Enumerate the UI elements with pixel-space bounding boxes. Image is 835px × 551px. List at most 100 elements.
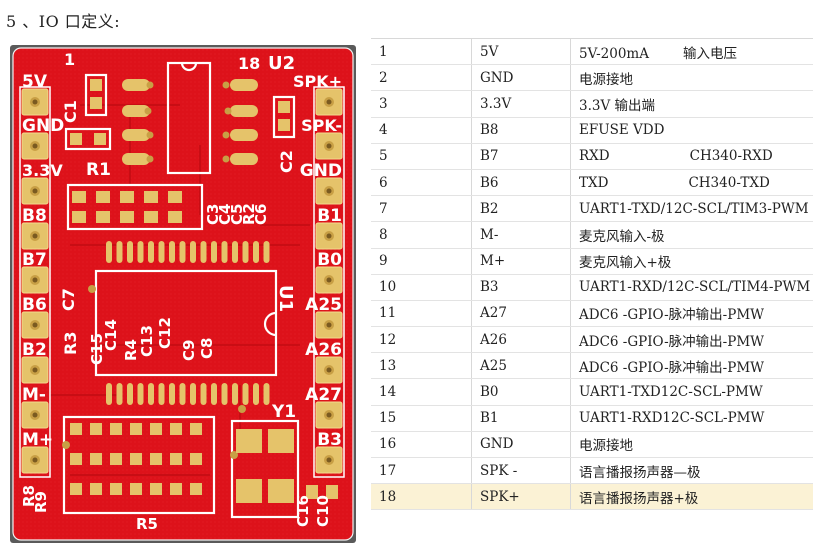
- pin-function: UART1-TXD/12C-SCL/TIM3-PWM: [570, 195, 813, 223]
- designator-c2: C2: [277, 150, 296, 173]
- pin-function: 3.3V 输出端: [570, 90, 813, 118]
- pin-number: 11: [371, 300, 472, 328]
- designator-c1: C1: [61, 100, 80, 123]
- left-pin-label: 5V: [22, 72, 48, 92]
- pin-function: 语言播报扬声器—极: [570, 457, 813, 485]
- pin-name: M+: [471, 248, 571, 275]
- pin-name: B3: [471, 274, 571, 301]
- designator-r8: R8: [20, 485, 38, 507]
- designator-r5: R5: [136, 515, 158, 533]
- designator-u1: U1: [275, 285, 296, 312]
- pin-number: 13: [371, 352, 472, 380]
- right-pin-label: A27: [305, 385, 342, 405]
- pin-function: 电源接地: [570, 431, 813, 459]
- pin-number: 10: [371, 274, 472, 301]
- pin-description: UART1-RXD12C-SCL-PMW: [579, 410, 765, 427]
- pin1-marker: 1: [64, 50, 75, 69]
- designator-c14: C14: [102, 319, 120, 351]
- pin-description: RXD: [579, 148, 610, 165]
- pin-number: 9: [371, 248, 472, 275]
- designator-c6: C6: [252, 204, 270, 225]
- pin-function: ADC6 -GPIO-脉冲输出-PMW: [570, 326, 813, 354]
- pin-number: 15: [371, 405, 472, 432]
- right-pin-label: A26: [305, 340, 342, 360]
- left-pin-label: B7: [22, 250, 47, 270]
- pin-function: EFUSE VDD: [570, 117, 813, 144]
- pin-name: 3.3V: [471, 90, 571, 118]
- designator-c10: C10: [314, 495, 332, 527]
- pin-name: B6: [471, 169, 571, 197]
- pin-description: 电源接地: [579, 438, 633, 455]
- pin-description: UART1-TXD12C-SCL-PMW: [579, 384, 763, 401]
- designator-c16: C16: [294, 495, 312, 527]
- pin-number: 16: [371, 431, 472, 459]
- pin18-marker: 18: [238, 54, 260, 73]
- pin-description: 语言播报扬声器+极: [579, 490, 699, 507]
- pin-description: TXD: [579, 174, 609, 191]
- pin-description: UART1-RXD/12C-SCL/TIM4-PWM: [579, 279, 811, 296]
- pin-description: ADC6 -GPIO-脉冲输出-PMW: [579, 307, 765, 324]
- right-pin-label: GND: [300, 161, 342, 181]
- pin-name: A27: [471, 300, 571, 328]
- left-pin-label: GND: [22, 116, 64, 136]
- pin-description: 5V-200mA: [579, 45, 649, 62]
- designator-c15: C15: [88, 333, 106, 365]
- designator-c12: C12: [156, 317, 174, 349]
- pin-number: 4: [371, 117, 472, 144]
- pin-description: 麦克风输入-极: [579, 228, 665, 245]
- pin-number: 12: [371, 326, 472, 354]
- pin-number: 1: [371, 37, 472, 66]
- pin-number: 17: [371, 457, 472, 485]
- designator-r2: R2: [240, 203, 258, 225]
- pin-function: 麦克风输入-极: [570, 221, 813, 249]
- pin-number: 18: [371, 483, 472, 511]
- designator-r3: R3: [61, 332, 80, 355]
- pin-note: 输入电压: [682, 45, 737, 62]
- pin-number: 14: [371, 378, 472, 406]
- pin-function: UART1-RXD12C-SCL-PMW: [570, 405, 813, 432]
- designator-c8: C8: [198, 338, 216, 359]
- pin-name: B7: [471, 143, 571, 170]
- pin-function: 语言播报扬声器+极: [570, 483, 813, 511]
- pin-number: 8: [371, 221, 472, 249]
- pin-description: ADC6 -GPIO-脉冲输出-PMW: [579, 333, 765, 350]
- pin-note: CH340-TXD: [688, 174, 770, 191]
- pin-function: UART1-RXD/12C-SCL/TIM4-PWM: [570, 274, 813, 301]
- pin-name: A25: [471, 352, 571, 380]
- pin-name: B1: [471, 405, 571, 432]
- right-pin-label: B3: [317, 430, 342, 450]
- pin-function: 5V-200mA 输入电压: [570, 37, 813, 66]
- pin-description: 语言播报扬声器—极: [579, 464, 701, 481]
- pin-name: GND: [471, 431, 571, 459]
- pin-name: B0: [471, 378, 571, 406]
- designator-r9: R9: [32, 491, 50, 513]
- designator-c13: C13: [138, 325, 156, 357]
- pin-name: A26: [471, 326, 571, 354]
- designator-c3: C3: [204, 204, 222, 225]
- pin-name: M-: [471, 221, 571, 249]
- pin-function: UART1-TXD12C-SCL-PMW: [570, 378, 813, 406]
- designator-c7: C7: [59, 288, 78, 311]
- pin-name: B2: [471, 195, 571, 223]
- pin-name: SPK -: [471, 457, 571, 485]
- pin-name: B8: [471, 117, 571, 144]
- right-pin-label: SPK-: [301, 116, 342, 135]
- pin-description: 3.3V 输出端: [579, 97, 656, 114]
